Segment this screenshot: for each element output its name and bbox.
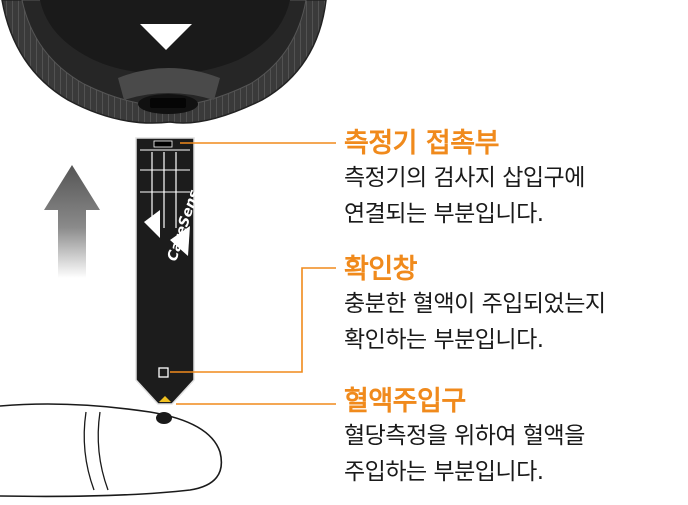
callout-confirmation-window: 확인창 충분한 혈액이 주입되었는지 확인하는 부분입니다. bbox=[344, 254, 606, 358]
leader-line-window bbox=[170, 267, 336, 373]
finger bbox=[0, 403, 223, 498]
glucose-meter bbox=[1, 0, 327, 124]
blood-inlet bbox=[159, 396, 171, 402]
callout-title: 확인창 bbox=[344, 254, 418, 285]
callout-desc-line: 충분한 혈액이 주입되었는지 bbox=[344, 291, 606, 317]
test-strip: CareSens bbox=[135, 137, 203, 405]
callout-desc-line: 혈당측정을 위하여 혈액을 bbox=[344, 423, 585, 449]
upward-arrow-icon bbox=[44, 165, 100, 278]
contact-pad bbox=[153, 140, 173, 148]
callout-title: 혈액주입구 bbox=[344, 386, 466, 417]
callout-desc-line: 연결되는 부분입니다. bbox=[344, 201, 544, 227]
leader-lines bbox=[170, 142, 336, 405]
callout-desc-line: 확인하는 부분입니다. bbox=[344, 327, 544, 353]
callout-desc-line: 주입하는 부분입니다. bbox=[344, 459, 544, 485]
confirmation-window bbox=[158, 367, 169, 378]
callout-title: 측정기 접촉부 bbox=[344, 128, 499, 159]
insert-direction-triangle-icon bbox=[140, 24, 192, 50]
callout-desc-line: 측정기의 검사지 삽입구에 bbox=[344, 165, 585, 191]
callout-blood-inlet: 혈액주입구 혈당측정을 위하여 혈액을 주입하는 부분입니다. bbox=[344, 386, 585, 490]
callout-meter-contact: 측정기 접촉부 측정기의 검사지 삽입구에 연결되는 부분입니다. bbox=[344, 128, 585, 232]
